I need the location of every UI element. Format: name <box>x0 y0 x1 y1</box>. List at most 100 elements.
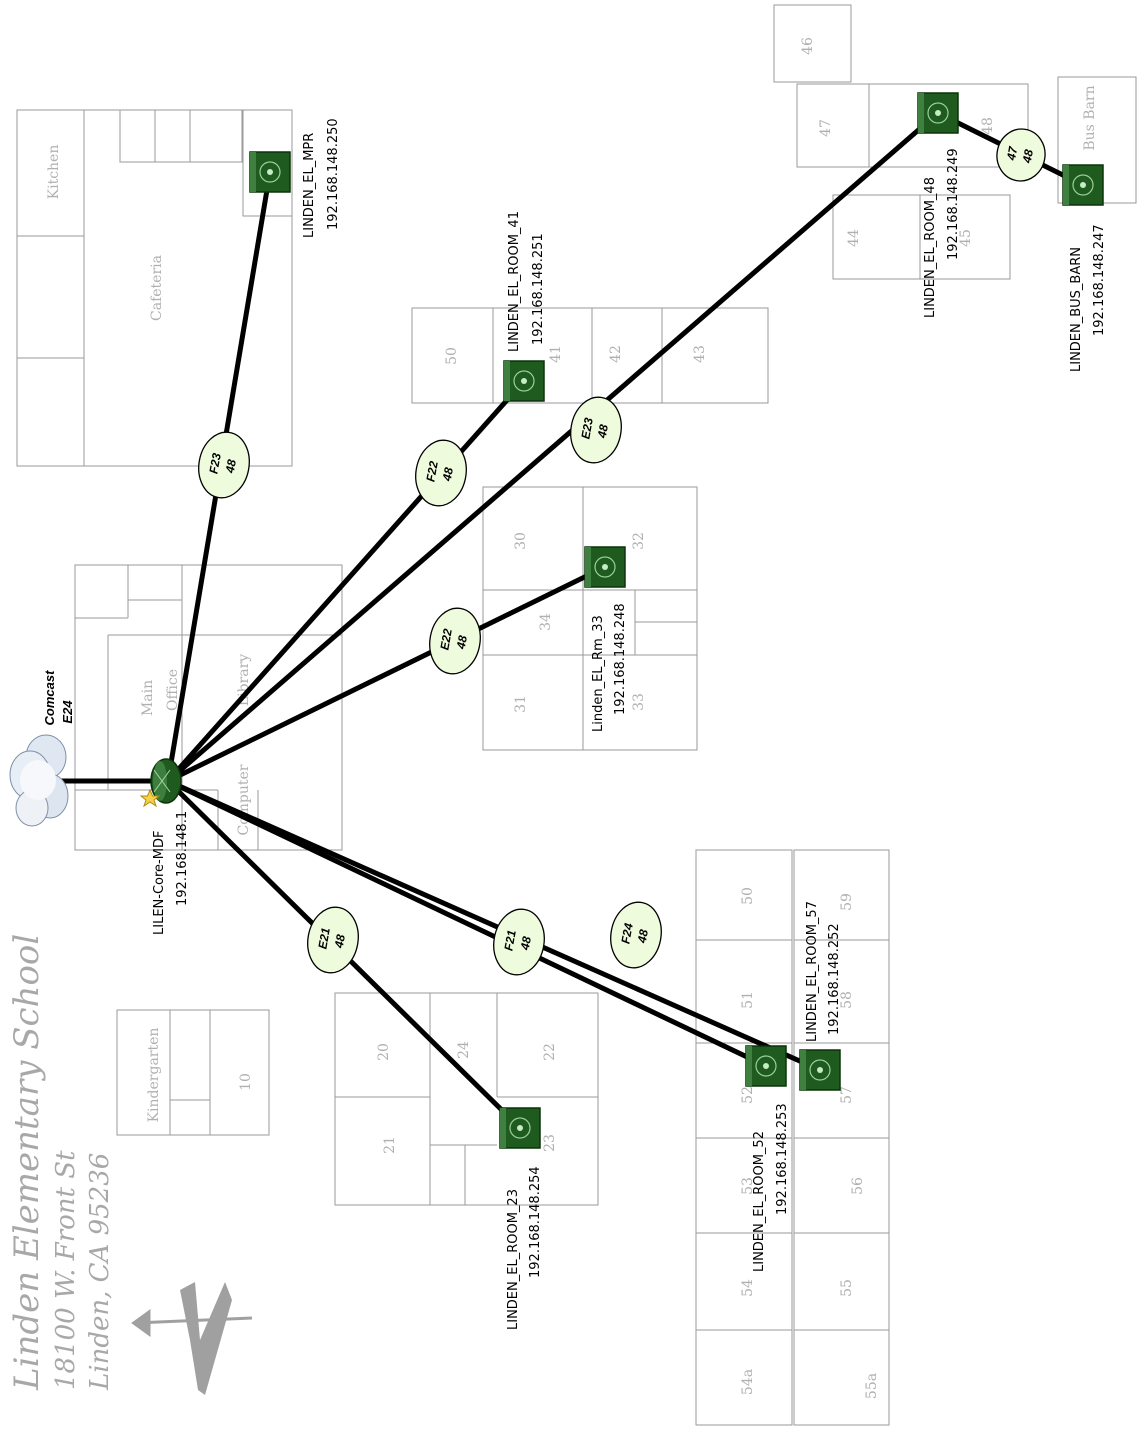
link-room-41 <box>165 378 527 784</box>
office-building: Main Office Library Computer <box>74 564 343 851</box>
svg-text:E21: E21 <box>315 926 333 950</box>
north-arrow-icon <box>131 1282 253 1395</box>
room-label-50-south: 50 <box>740 887 756 905</box>
switch-room-33[interactable]: Linden_EL_Rm_33 192.168.148.248 <box>584 546 628 732</box>
switch-name: LINDEN_EL_ROOM_23 <box>506 1189 521 1330</box>
room-label-55: 55 <box>839 1279 855 1297</box>
switch-room-52[interactable]: LINDEN_EL_ROOM_52 192.168.148.253 <box>745 1045 790 1272</box>
room-label-44: 44 <box>846 229 862 247</box>
star-icon <box>139 788 161 808</box>
svg-text:48: 48 <box>223 458 239 475</box>
switch-mpr[interactable]: LINDEN_EL_MPR 192.168.148.250 <box>249 118 341 238</box>
room-label-main: Main <box>140 680 156 716</box>
room-label-34: 34 <box>538 613 554 631</box>
room-label-10: 10 <box>238 1073 254 1091</box>
room-label-52: 52 <box>740 1086 756 1104</box>
room-label-57: 57 <box>839 1086 855 1104</box>
switch-name: LINDEN_EL_MPR <box>302 133 317 238</box>
switch-icon <box>249 151 291 193</box>
link-room-48 <box>165 110 941 784</box>
svg-text:48: 48 <box>595 423 611 440</box>
room-label-24: 24 <box>456 1041 472 1059</box>
room-label-33: 33 <box>631 693 647 711</box>
room-label-21: 21 <box>382 1136 398 1154</box>
room-label-45: 45 <box>958 229 974 247</box>
link-room-52 <box>165 778 769 1069</box>
badge-bus-barn: 47 48 <box>996 128 1046 182</box>
svg-text:E23: E23 <box>578 416 596 440</box>
room-label-47: 47 <box>818 119 834 137</box>
cafeteria-building: Kitchen Cafeteria <box>16 109 293 467</box>
floor-plan: Kitchen Cafeteria Main Office Library Co… <box>16 4 1137 1426</box>
room-label-41: 41 <box>548 345 564 363</box>
badges: F23 48 F22 48 E23 48 E22 48 E21 48 F21 4… <box>198 128 1046 976</box>
switch-icon <box>1062 164 1104 206</box>
svg-text:48: 48 <box>454 634 470 651</box>
badge-room-23: E21 48 <box>307 906 359 974</box>
building-44-48: 46 47 48 44 45 Bus Barn <box>773 4 1137 280</box>
link-room-33 <box>165 564 608 784</box>
room-label-23: 23 <box>542 1134 558 1152</box>
school-title-block: Linden Elementary School 18100 W. Front … <box>7 934 253 1395</box>
svg-text:F24: F24 <box>618 922 635 945</box>
switch-ip: 192.168.148.254 <box>528 1166 543 1278</box>
room-label-54: 54 <box>740 1279 756 1297</box>
switch-bus-barn[interactable]: LINDEN_BUS_BARN 192.168.148.247 <box>1062 164 1107 372</box>
room-label-54a: 54a <box>740 1369 756 1395</box>
switch-room-57[interactable]: LINDEN_EL_ROOM_57 192.168.148.252 <box>799 901 842 1091</box>
switch-room-48[interactable]: LINDEN_EL_ROOM_48 192.168.148.249 <box>917 92 961 318</box>
building-20s: 20 21 24 22 23 <box>334 992 599 1206</box>
badge-room-48: E23 48 <box>570 396 622 464</box>
switch-room-41[interactable]: LINDEN_EL_ROOM_41 192.168.148.251 <box>503 211 546 402</box>
core-router[interactable]: LILEN-Core-MDF 192.168.148.1 <box>139 758 190 935</box>
switch-room-23[interactable]: LINDEN_EL_ROOM_23 192.168.148.254 <box>499 1107 543 1330</box>
room-label-51: 51 <box>740 991 756 1009</box>
switch-icon <box>799 1049 841 1091</box>
link-room-57 <box>165 778 823 1073</box>
switch-ip: 192.168.148.248 <box>613 603 628 715</box>
core-name: LILEN-Core-MDF <box>152 831 167 935</box>
badge-room-41: F22 48 <box>415 439 467 507</box>
school-address: 18100 W. Front St <box>51 1150 81 1390</box>
svg-text:E22: E22 <box>437 627 455 651</box>
room-label-48: 48 <box>980 117 996 135</box>
switch-ip: 192.168.148.252 <box>827 923 842 1035</box>
room-label-computer: Computer <box>236 764 252 835</box>
switch-name: Linden_EL_Rm_33 <box>591 615 606 732</box>
switch-icon <box>503 360 545 402</box>
badge-mpr: F23 48 <box>198 431 250 499</box>
room-label-53: 53 <box>740 1177 756 1195</box>
svg-text:48: 48 <box>518 935 534 952</box>
badge-room-57: F24 48 <box>610 901 662 969</box>
switch-ip: 192.168.148.247 <box>1092 224 1107 336</box>
isp-name: Comcast <box>42 670 57 726</box>
room-label-32: 32 <box>631 532 647 550</box>
svg-text:F23: F23 <box>206 452 223 475</box>
switch-icon <box>499 1107 541 1149</box>
switch-icon <box>917 92 959 134</box>
room-label-kitchen: Kitchen <box>46 145 62 200</box>
svg-text:48: 48 <box>1020 148 1036 165</box>
room-label-20: 20 <box>376 1043 392 1061</box>
svg-text:F22: F22 <box>423 460 440 483</box>
router-icon <box>150 758 182 804</box>
room-label-cafeteria: Cafeteria <box>149 255 165 321</box>
kindergarten-building: Kindergarten 10 <box>116 1009 270 1136</box>
room-label-31: 31 <box>513 695 529 713</box>
room-label-42: 42 <box>608 345 624 363</box>
switch-name: LINDEN_EL_ROOM_52 <box>752 1131 767 1272</box>
svg-text:48: 48 <box>332 933 348 950</box>
badge-room-33: E22 48 <box>429 607 481 675</box>
switch-name: LINDEN_EL_ROOM_48 <box>923 177 938 318</box>
cloud-icon <box>9 734 69 827</box>
svg-text:48: 48 <box>635 928 651 945</box>
building-30s: 30 34 31 32 33 <box>482 486 698 751</box>
room-label-22: 22 <box>542 1043 558 1061</box>
switch-name: LINDEN_EL_ROOM_41 <box>507 211 522 352</box>
room-label-bus-barn: Bus Barn <box>1082 85 1098 150</box>
comcast-node[interactable]: Comcast E24 <box>9 670 75 827</box>
core-ip: 192.168.148.1 <box>175 811 190 906</box>
switch-icon <box>584 546 626 588</box>
room-label-55a: 55a <box>864 1373 880 1399</box>
switch-icon <box>745 1045 787 1087</box>
